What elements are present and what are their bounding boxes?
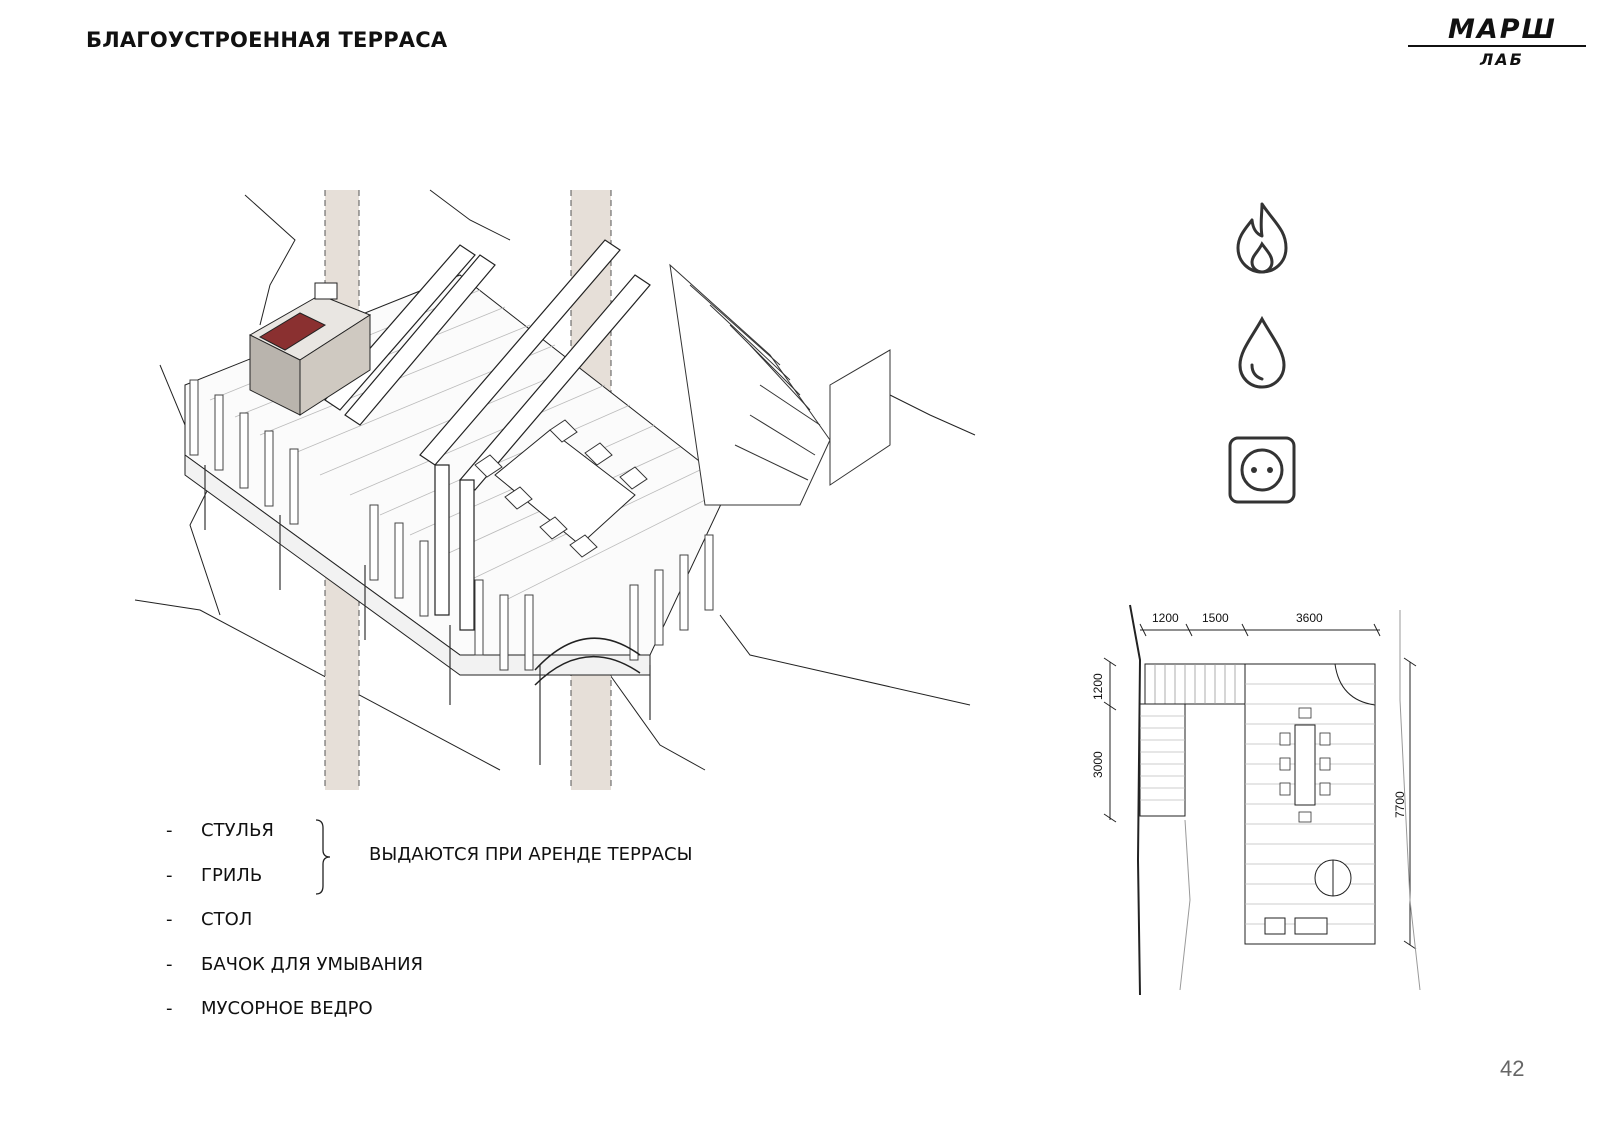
list-item: - МУСОРНОЕ ВЕДРО bbox=[166, 998, 373, 1019]
list-item-dash: - bbox=[166, 998, 173, 1019]
list-item-dash: - bbox=[166, 909, 173, 930]
utility-icon-socket bbox=[1222, 430, 1302, 510]
terrace-plan-drawing: 1200 1500 3600 1200 3000 7700 bbox=[1091, 604, 1421, 996]
logo-divider bbox=[1408, 45, 1586, 47]
list-item: - СТУЛЬЯ bbox=[166, 820, 274, 841]
list-item-label: МУСОРНОЕ ВЕДРО bbox=[201, 998, 373, 1019]
list-item-dash: - bbox=[166, 865, 173, 886]
logo: МАРШ ЛАБ bbox=[1408, 14, 1588, 74]
list-item: - СТОЛ bbox=[166, 909, 252, 930]
list-item-dash: - bbox=[166, 820, 173, 841]
terrace-isometric-drawing bbox=[134, 189, 976, 790]
plan-dim-top-1: 1200 bbox=[1152, 611, 1179, 625]
list-item-label: ГРИЛЬ bbox=[201, 865, 263, 886]
page-number: 42 bbox=[1500, 1056, 1525, 1081]
water-drop-icon bbox=[1238, 315, 1286, 389]
list-item-label: СТУЛЬЯ bbox=[201, 820, 274, 841]
plan-dim-left-1: 1200 bbox=[1091, 673, 1105, 700]
plan-dim-right: 7700 bbox=[1393, 791, 1407, 818]
utility-icon-flame bbox=[1222, 198, 1302, 278]
plan-dim-top-3: 3600 bbox=[1296, 611, 1323, 625]
power-socket-icon bbox=[1228, 436, 1296, 504]
plan-dim-left-2: 3000 bbox=[1091, 751, 1105, 778]
list-item: - ГРИЛЬ bbox=[166, 865, 262, 886]
list-item-label: СТОЛ bbox=[201, 909, 253, 930]
list-item-dash: - bbox=[166, 954, 173, 975]
plan-dim-top-2: 1500 bbox=[1202, 611, 1229, 625]
list-item: - БАЧОК ДЛЯ УМЫВАНИЯ bbox=[166, 954, 423, 975]
logo-top-text: МАРШ bbox=[1448, 14, 1557, 45]
list-item-label: БАЧОК ДЛЯ УМЫВАНИЯ bbox=[201, 954, 424, 975]
flame-icon bbox=[1236, 202, 1288, 274]
logo-bottom-text: ЛАБ bbox=[1480, 50, 1524, 69]
brace-icon bbox=[315, 819, 331, 895]
rental-note: ВЫДАЮТСЯ ПРИ АРЕНДЕ ТЕРРАСЫ bbox=[369, 844, 693, 865]
page-title: БЛАГОУСТРОЕННАЯ ТЕРРАСА bbox=[86, 28, 448, 52]
utility-icon-water bbox=[1222, 313, 1302, 393]
